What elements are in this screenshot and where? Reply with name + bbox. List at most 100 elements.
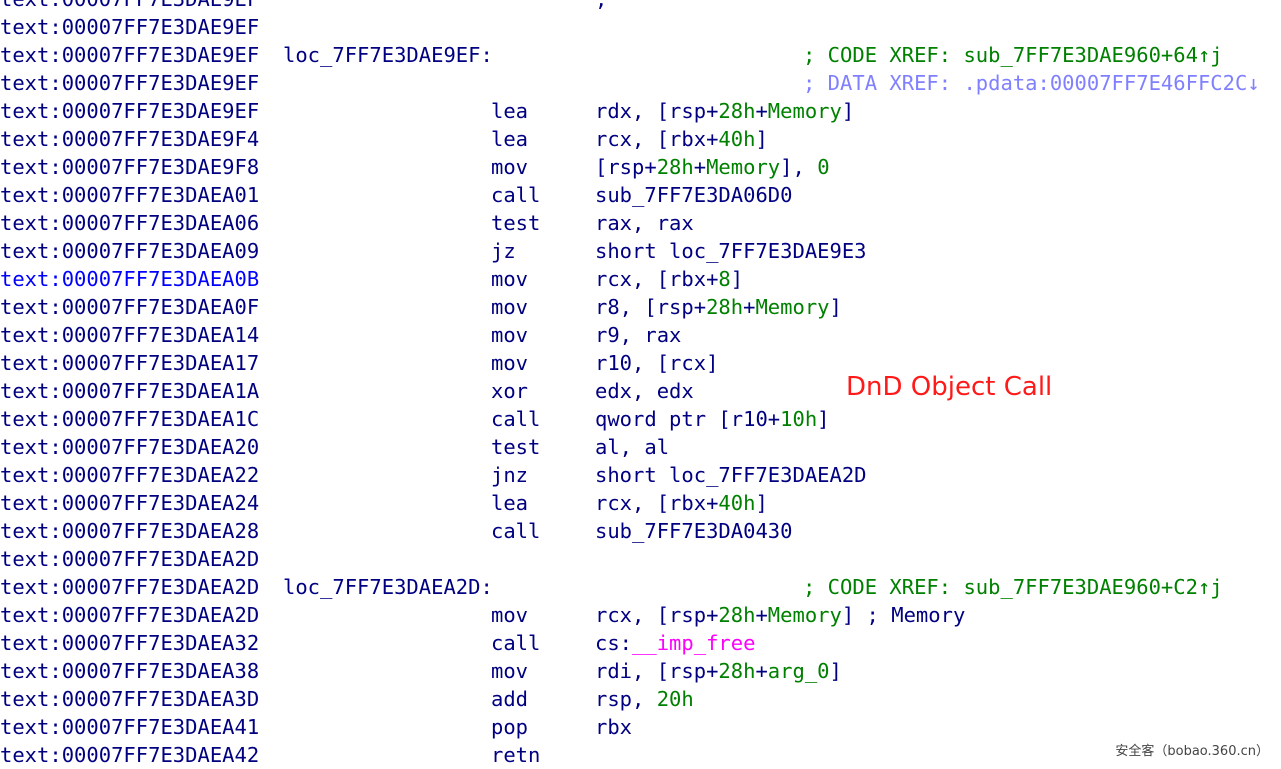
address[interactable]: text:00007FF7E3DAEA1A: [0, 379, 260, 403]
operands[interactable]: rdx, [rsp+28h+Memory]: [595, 97, 854, 125]
operands[interactable]: rbx: [595, 713, 632, 741]
mnemonic[interactable]: test: [491, 211, 541, 235]
listing-row[interactable]: text:00007FF7E3DAEA0B mov rcx, [rbx+8]: [0, 265, 1281, 293]
address[interactable]: text:00007FF7E3DAEA17: [0, 351, 260, 375]
listing-row[interactable]: text:00007FF7E3DAEA06 test rax, rax: [0, 209, 1281, 237]
address[interactable]: text:00007FF7E3DAEA06: [0, 211, 260, 235]
listing-row[interactable]: text:00007FF7E3DAE9EF lea rdx, [rsp+28h+Me…: [0, 97, 1281, 125]
listing-row[interactable]: text:00007FF7E3DAEA2D loc_7FF7E3DAEA2D: ; …: [0, 573, 1281, 601]
address[interactable]: text:00007FF7E3DAEA20: [0, 435, 260, 459]
operands[interactable]: sub_7FF7E3DA06D0: [595, 181, 792, 209]
mnemonic[interactable]: mov: [491, 351, 529, 375]
listing-row[interactable]: text:00007FF7E3DAEA2D: [0, 545, 1281, 573]
mnemonic[interactable]: mov: [491, 155, 529, 179]
address[interactable]: text:00007FF7E3DAE9EF: [0, 71, 260, 95]
code-xref-comment[interactable]: ; CODE XREF: sub_7FF7E3DAE960+C2↑j: [803, 573, 1223, 601]
address[interactable]: text:00007FF7E3DAEA38: [0, 659, 260, 683]
address[interactable]: text:00007FF7E3DAE9F4: [0, 127, 260, 151]
address[interactable]: text:00007FF7E3DAEA0F: [0, 295, 260, 319]
listing-row[interactable]: text:00007FF7E3DAEA09 jz short loc_7FF7E3D…: [0, 237, 1281, 265]
address[interactable]: text:00007FF7E3DAEA14: [0, 323, 260, 347]
listing-row[interactable]: text:00007FF7E3DAEA1A xor edx, edx: [0, 377, 1281, 405]
mnemonic[interactable]: add: [491, 687, 529, 711]
mnemonic[interactable]: retn: [491, 743, 541, 767]
listing-row[interactable]: text:00007FF7E3DAE9EF ; DATA XREF: .pdata…: [0, 69, 1281, 97]
address[interactable]: text:00007FF7E3DAEA09: [0, 239, 260, 263]
operands[interactable]: rcx, [rbx+40h]: [595, 125, 768, 153]
address[interactable]: text:00007FF7E3DAEA1C: [0, 407, 260, 431]
listing-row[interactable]: text:00007FF7E3DAEA0F mov r8, [rsp+28h+Mem…: [0, 293, 1281, 321]
listing-row[interactable]: text:00007FF7E3DAEA38 mov rdi, [rsp+28h+ar…: [0, 657, 1281, 685]
address[interactable]: text:00007FF7E3DAEA22: [0, 463, 260, 487]
address[interactable]: text:00007FF7E3DAE9F8: [0, 155, 260, 179]
mnemonic[interactable]: xor: [491, 379, 529, 403]
operands[interactable]: short loc_7FF7E3DAEA2D: [595, 461, 867, 489]
operands[interactable]: short loc_7FF7E3DAE9E3: [595, 237, 867, 265]
address[interactable]: text:00007FF7E3DAEA0B: [0, 267, 260, 291]
mnemonic[interactable]: mov: [491, 603, 529, 627]
listing-row[interactable]: text:00007FF7E3DAEA32 call cs:__imp_free: [0, 629, 1281, 657]
address[interactable]: text:00007FF7E3DAEA28: [0, 519, 260, 543]
mnemonic[interactable]: lea: [491, 127, 529, 151]
operands[interactable]: sub_7FF7E3DA0430: [595, 517, 792, 545]
address[interactable]: text:00007FF7E3DAE9EF: [0, 0, 259, 13]
data-xref-comment[interactable]: ; DATA XREF: .pdata:00007FF7E46FFC2C↓: [803, 69, 1260, 97]
mnemonic[interactable]: jz: [491, 239, 516, 263]
operands[interactable]: rcx, [rsp+28h+Memory] ; Memory: [595, 601, 965, 629]
listing-row[interactable]: text:00007FF7E3DAE9F8 mov [rsp+28h+Memory]…: [0, 153, 1281, 181]
address[interactable]: text:00007FF7E3DAE9EF: [0, 15, 260, 39]
mnemonic[interactable]: call: [491, 407, 541, 431]
code-label[interactable]: loc_7FF7E3DAE9EF:: [283, 43, 493, 67]
listing-row[interactable]: text:00007FF7E3DAEA42 retn: [0, 741, 1281, 769]
listing-row[interactable]: text:00007FF7E3DAEA28 call sub_7FF7E3DA043…: [0, 517, 1281, 545]
operands[interactable]: r8, [rsp+28h+Memory]: [595, 293, 842, 321]
address[interactable]: text:00007FF7E3DAEA24: [0, 491, 260, 515]
operands[interactable]: qword ptr [r10+10h]: [595, 405, 830, 433]
listing-row[interactable]: text:00007FF7E3DAEA01 call sub_7FF7E3DA06D…: [0, 181, 1281, 209]
listing-row[interactable]: text:00007FF7E3DAEA41 pop rbx: [0, 713, 1281, 741]
operands[interactable]: ;: [595, 0, 607, 13]
mnemonic[interactable]: mov: [491, 267, 529, 291]
mnemonic[interactable]: call: [491, 631, 541, 655]
mnemonic[interactable]: mov: [491, 659, 529, 683]
mnemonic[interactable]: mov: [491, 295, 529, 319]
address[interactable]: text:00007FF7E3DAE9EF: [0, 99, 260, 123]
listing-row[interactable]: text:00007FF7E3DAEA14 mov r9, rax: [0, 321, 1281, 349]
code-label[interactable]: loc_7FF7E3DAEA2D:: [283, 575, 493, 599]
address[interactable]: text:00007FF7E3DAEA42: [0, 743, 260, 767]
operands[interactable]: rcx, [rbx+8]: [595, 265, 743, 293]
mnemonic[interactable]: call: [491, 183, 541, 207]
operands[interactable]: rcx, [rbx+40h]: [595, 489, 768, 517]
mnemonic[interactable]: jnz: [491, 463, 529, 487]
address[interactable]: text:00007FF7E3DAE9EF: [0, 43, 260, 67]
operands[interactable]: rdi, [rsp+28h+arg_0]: [595, 657, 842, 685]
operands[interactable]: al, al: [595, 433, 669, 461]
mnemonic[interactable]: test: [491, 435, 541, 459]
mnemonic[interactable]: pop: [491, 715, 529, 739]
operands[interactable]: cs:__imp_free: [595, 629, 755, 657]
mnemonic[interactable]: call: [491, 519, 541, 543]
mnemonic[interactable]: lea: [491, 99, 529, 123]
operands[interactable]: r10, [rcx]: [595, 349, 718, 377]
mnemonic[interactable]: mov: [491, 323, 529, 347]
address[interactable]: text:00007FF7E3DAEA3D: [0, 687, 260, 711]
listing-row[interactable]: text:00007FF7E3DAEA20 test al, al: [0, 433, 1281, 461]
address[interactable]: text:00007FF7E3DAEA41: [0, 715, 260, 739]
listing-row[interactable]: text:00007FF7E3DAE9EF;: [0, 0, 1281, 13]
operands[interactable]: rax, rax: [595, 209, 694, 237]
address[interactable]: text:00007FF7E3DAEA2D: [0, 575, 260, 599]
listing-row[interactable]: text:00007FF7E3DAEA17 mov r10, [rcx]: [0, 349, 1281, 377]
address[interactable]: text:00007FF7E3DAEA01: [0, 183, 260, 207]
listing-row[interactable]: text:00007FF7E3DAE9F4 lea rcx, [rbx+40h]: [0, 125, 1281, 153]
operands[interactable]: edx, edx: [595, 377, 694, 405]
operands[interactable]: r9, rax: [595, 321, 681, 349]
address[interactable]: text:00007FF7E3DAEA32: [0, 631, 260, 655]
listing-row[interactable]: text:00007FF7E3DAE9EF: [0, 13, 1281, 41]
operands[interactable]: [rsp+28h+Memory], 0: [595, 153, 830, 181]
listing-row[interactable]: text:00007FF7E3DAEA22 jnz short loc_7FF7E3…: [0, 461, 1281, 489]
